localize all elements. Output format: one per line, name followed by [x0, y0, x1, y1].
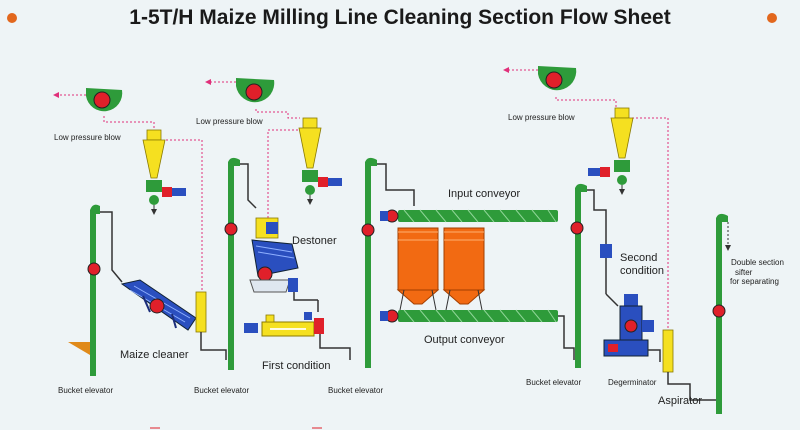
- blower-1-label: Low pressure blow: [54, 133, 121, 142]
- destoner: [249, 217, 318, 301]
- blower-2-label: Low pressure blow: [196, 117, 263, 126]
- second-condition-label-line2: condition: [620, 265, 665, 277]
- bucket-elevator-4-label: Bucket elevator: [526, 378, 582, 387]
- double-section-label-line2: sifter: [735, 268, 753, 277]
- first-conditioner: [244, 300, 351, 360]
- blower-3-air-line: [503, 67, 669, 328]
- maize-cleaner-label: Maize cleaner: [120, 349, 189, 361]
- maize-cleaner: [120, 279, 227, 360]
- aspirator-label: Aspirator: [658, 395, 703, 407]
- low-pressure-blower-1: [86, 88, 123, 112]
- bucket-elevator-1-label: Bucket elevator: [58, 386, 114, 395]
- storage-silo-1: [396, 227, 440, 311]
- bucket-elevator-3: [361, 157, 415, 368]
- cyclone-2: [298, 117, 342, 205]
- degerminator-label: Degerminator: [608, 378, 657, 387]
- bucket-elevator-1: [68, 204, 123, 376]
- double-section-label-line1: Double section: [731, 258, 784, 267]
- second-condition-label-line1: Second: [620, 252, 658, 264]
- storage-silo-2: [442, 227, 486, 311]
- bucket-elevator-2: [224, 157, 257, 370]
- aspirator: [662, 329, 719, 401]
- page-title: 1-5T/H Maize Milling Line Cleaning Secti…: [129, 6, 671, 29]
- corner-dot-right: [767, 13, 777, 23]
- bucket-elevator-4: [570, 183, 607, 368]
- blower-1-air-line: [53, 92, 203, 300]
- bucket-elevator-5: [712, 213, 731, 414]
- cyclone-1: [142, 129, 186, 215]
- input-conveyor-label: Input conveyor: [448, 188, 521, 200]
- double-section-label-line3: for separating: [730, 277, 779, 286]
- bucket-elevator-3-label: Bucket elevator: [328, 386, 384, 395]
- bucket-elevator-2-label: Bucket elevator: [194, 386, 250, 395]
- destoner-label: Destoner: [292, 235, 337, 247]
- output-conveyor: [380, 309, 575, 360]
- low-pressure-blower-2: [236, 78, 275, 103]
- input-conveyor: [380, 209, 558, 223]
- blower-2-air-line: [205, 79, 300, 220]
- cyclone-3: [588, 107, 634, 195]
- first-condition-label: First condition: [262, 360, 331, 372]
- degerminator: [603, 293, 661, 362]
- low-pressure-blower-3: [538, 66, 577, 91]
- corner-dot-left: [7, 13, 17, 23]
- blower-3-label: Low pressure blow: [508, 113, 575, 122]
- output-conveyor-label: Output conveyor: [424, 334, 505, 346]
- second-conditioner: [600, 244, 612, 294]
